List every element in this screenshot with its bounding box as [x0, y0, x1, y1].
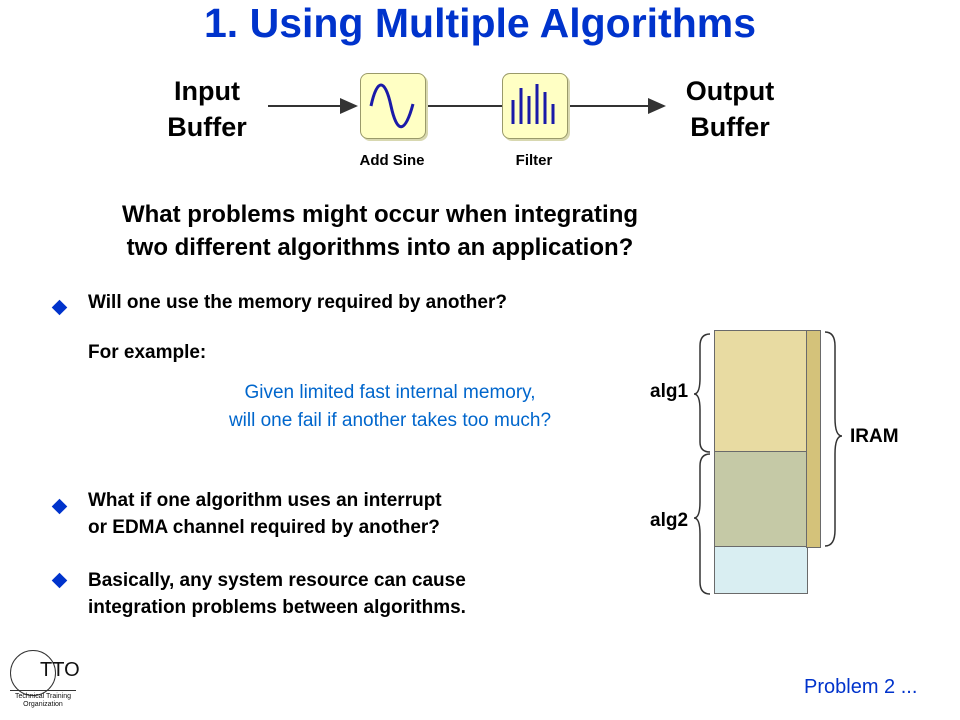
page-title: 1. Using Multiple Algorithms [204, 0, 756, 46]
bullet-interrupt-line2: or EDMA channel required by another? [88, 517, 440, 538]
logo-divider [10, 690, 76, 691]
bullet-memory: Will one use the memory required by anot… [88, 292, 507, 313]
add-sine-label: Add Sine [359, 152, 425, 169]
logo-subtitle: Technical Training Organization [10, 693, 76, 709]
alg1-label: alg1 [650, 381, 689, 402]
bullet-resources-line2: integration problems between algorithms. [88, 597, 466, 618]
bullet-resources: Basically, any system resource can cause… [88, 567, 466, 621]
example-line2: will one fail if another takes too much? [228, 410, 552, 431]
signal-flow-arrows [268, 98, 666, 114]
alg2-memory-block [714, 451, 808, 548]
input-buffer-line1: Input [174, 76, 240, 106]
example-line1: Given limited fast internal memory, [244, 382, 536, 403]
alg1-memory-block [714, 330, 808, 453]
filter-block [502, 73, 568, 139]
logo-subtitle-line2: Organization [23, 701, 63, 708]
sine-wave-icon [369, 83, 415, 129]
filter-bars-icon [511, 84, 555, 124]
question-line2: two different algorithms into an applica… [126, 234, 634, 261]
iram-label: IRAM [850, 426, 899, 447]
memory-braces [693, 331, 843, 595]
bullet-interrupt-line1: What if one algorithm uses an interrupt [88, 490, 442, 511]
input-buffer-label: Input Buffer [132, 73, 282, 145]
next-problem-link[interactable]: Problem 2 ... [804, 676, 918, 698]
question-text: What problems might occur when integrati… [0, 198, 760, 264]
logo-subtitle-line1: Technical Training [14, 693, 72, 700]
logo-letters: TTO [40, 659, 80, 681]
bullet-diamond-icon [51, 299, 68, 316]
input-buffer-line2: Buffer [167, 112, 247, 142]
alg2-label: alg2 [650, 510, 689, 531]
iram-bar [806, 330, 821, 548]
bullet-resources-line1: Basically, any system resource can cause [88, 570, 466, 591]
bullet-interrupt: What if one algorithm uses an interrupt … [88, 487, 442, 541]
bullet-diamond-icon [51, 572, 68, 589]
output-buffer-label: Output Buffer [655, 73, 805, 145]
bullet-diamond-icon [51, 498, 68, 515]
tto-logo: TTO Technical Training Organization [10, 650, 110, 712]
add-sine-block [360, 73, 426, 139]
question-line1: What problems might occur when integrati… [121, 201, 639, 228]
example-text: Given limited fast internal memory, will… [140, 379, 640, 435]
output-buffer-line2: Buffer [690, 112, 770, 142]
free-memory-block [714, 546, 808, 594]
logo-circle-icon [10, 650, 56, 696]
output-buffer-line1: Output [685, 76, 775, 106]
filter-label: Filter [515, 152, 553, 169]
for-example-label: For example: [88, 342, 207, 363]
